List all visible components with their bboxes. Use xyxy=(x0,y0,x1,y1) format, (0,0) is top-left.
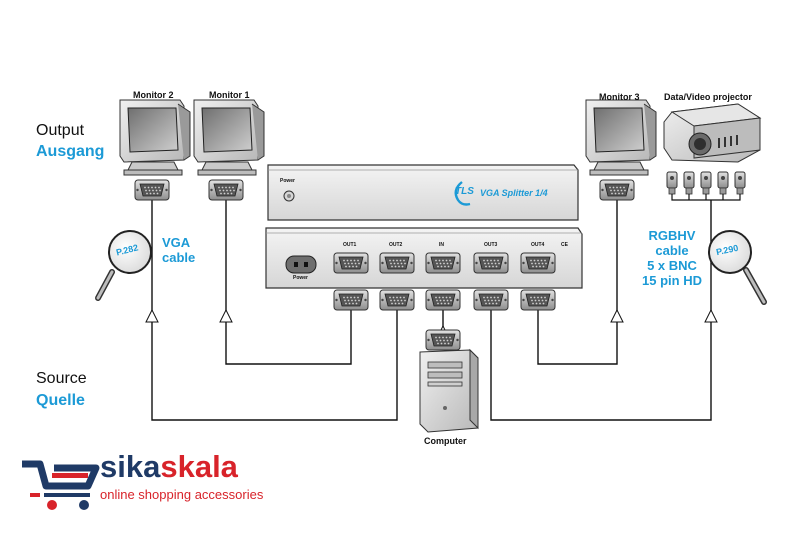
front-power-label: Power xyxy=(280,178,296,184)
port-out4 xyxy=(520,252,556,274)
rgbhv-line4: 15 pin HD xyxy=(642,273,702,288)
port-label-out4: OUT4 xyxy=(531,242,545,248)
watermark-brand-part1: sika xyxy=(100,449,161,484)
section-source-de: Quelle xyxy=(36,392,85,409)
arrow-projector xyxy=(704,308,718,323)
plug-out2 xyxy=(379,289,415,311)
plug-out4 xyxy=(520,289,556,311)
port-label-out3: OUT3 xyxy=(484,242,498,248)
cable-monitor2 xyxy=(151,196,398,421)
model-name: VGA Splitter 1/4 xyxy=(480,188,548,198)
vga-plug-monitor1 xyxy=(208,179,244,201)
rgbhv-line1: RGBHV xyxy=(648,228,696,243)
rgbhv-cable-label: RGBHV cable 5 x BNC 15 pin HD xyxy=(640,228,704,288)
port-label-in: IN xyxy=(439,242,444,248)
projector xyxy=(663,103,762,163)
watermark-brand: sikaskala xyxy=(100,450,238,484)
label-monitor2: Monitor 2 xyxy=(133,90,174,100)
plug-out1 xyxy=(333,289,369,311)
vga-plug-monitor3 xyxy=(599,179,635,201)
watermark-tagline: online shopping accessories xyxy=(100,487,264,502)
label-monitor3: Monitor 3 xyxy=(599,92,640,102)
cable-monitor3 xyxy=(537,196,618,365)
arrow-monitor3 xyxy=(610,308,624,323)
plug-in xyxy=(425,289,461,311)
bnc-connectors xyxy=(666,171,746,201)
watermark-brand-part2: skala xyxy=(160,449,238,484)
vga-plug-monitor2 xyxy=(134,179,170,201)
monitor-3 xyxy=(585,99,657,176)
section-output-en: Output xyxy=(36,122,85,139)
plug-out3 xyxy=(473,289,509,311)
label-monitor1: Monitor 1 xyxy=(209,90,250,100)
magnifier-rgbhv-icon xyxy=(708,230,767,305)
port-in xyxy=(425,252,461,274)
sikaskala-cart-logo xyxy=(22,460,100,510)
label-projector: Data/Video projector xyxy=(664,92,752,102)
port-out2 xyxy=(379,252,415,274)
vga-plug-computer xyxy=(425,329,461,351)
section-source-en: Source xyxy=(36,370,87,387)
rgbhv-line3: 5 x BNC xyxy=(647,258,697,273)
vga-cable-line1: VGA xyxy=(162,235,191,250)
port-out3 xyxy=(473,252,509,274)
vga-cable-line2: cable xyxy=(162,250,196,265)
vga-cable-label: VGA cable xyxy=(162,235,195,265)
port-label-out1: OUT1 xyxy=(343,242,357,248)
port-label-ce: CE xyxy=(561,242,568,248)
label-computer: Computer xyxy=(424,436,467,446)
port-out1 xyxy=(333,252,369,274)
port-label-out2: OUT2 xyxy=(389,242,403,248)
cable-monitor1 xyxy=(225,196,352,365)
splitter-rear-panel xyxy=(265,227,583,289)
arrow-monitor2 xyxy=(145,308,159,323)
power-inlet xyxy=(285,255,317,274)
splitter-front-panel xyxy=(267,164,579,221)
rgbhv-line2: cable xyxy=(655,243,689,258)
monitor-1 xyxy=(193,99,265,176)
tls-brand: TLS xyxy=(455,186,474,197)
computer-tower xyxy=(419,348,479,433)
magnifier-vga-icon xyxy=(95,230,152,301)
arrow-monitor1 xyxy=(219,308,233,323)
rear-power-label: Power xyxy=(293,275,309,281)
tls-logo-icon xyxy=(454,181,471,206)
section-output-de: Ausgang xyxy=(36,143,105,160)
monitor-2 xyxy=(119,99,191,176)
